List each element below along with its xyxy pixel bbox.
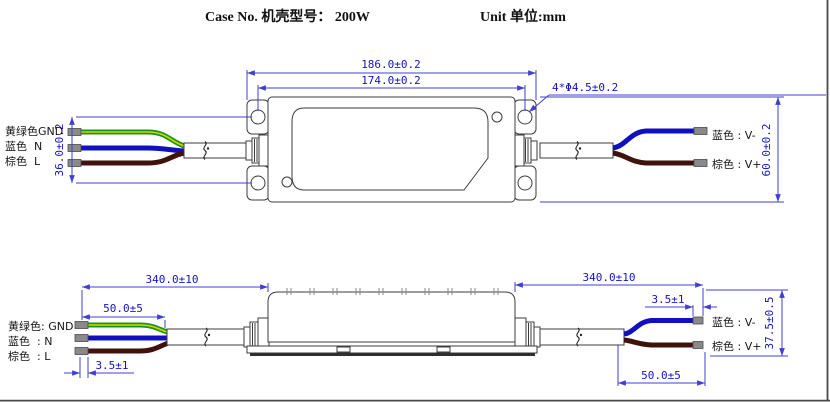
base-plate [246, 345, 538, 354]
dim-outer-width: 186.0±0.2 [246, 58, 537, 100]
output-cable-side [539, 328, 625, 346]
svg-text:60.0±0.2: 60.0±0.2 [760, 124, 773, 177]
svg-text:4*Φ4.5±0.2: 4*Φ4.5±0.2 [552, 81, 618, 94]
svg-text:340.0±10: 340.0±10 [146, 273, 199, 286]
case-label-recess [291, 107, 489, 191]
cable-gland-left [245, 134, 270, 167]
wire-tip [692, 341, 704, 349]
side-view: 340.0±10 50.0±5 3.5±1 340.0±10 3 [8, 271, 788, 386]
dim-output-strip-length: 50.0±5 [617, 345, 706, 386]
cable-break-mark [576, 327, 583, 347]
svg-text:50.0±5: 50.0±5 [103, 302, 143, 315]
svg-text:37.5±0.5: 37.5±0.5 [763, 297, 776, 350]
wire-tip [693, 127, 708, 135]
svg-text:340.0±10: 340.0±10 [583, 271, 636, 284]
label-output-vminus-side: 蓝色 : V- [712, 315, 756, 329]
dim-input-tip-length: 3.5±1 [64, 357, 134, 378]
dim-output-height: 37.5±0.5 [706, 289, 788, 357]
cable-break-mark [203, 141, 210, 160]
wire-tip [693, 159, 708, 167]
input-wires [67, 128, 185, 167]
wire-tip [67, 128, 82, 136]
base-slot [336, 346, 351, 353]
mounting-holes [250, 109, 533, 191]
dim-hole-callout: 4*Φ4.5±0.2 [528, 81, 826, 113]
label-input-l-side: 棕色 : L [8, 349, 51, 363]
dim-output-cable-length: 340.0±10 [514, 271, 704, 316]
dim-input-cable-length: 340.0±10 [81, 273, 269, 320]
case-side-outline [267, 291, 516, 343]
label-input-gnd: 黄绿色GND [5, 124, 63, 138]
dim-input-strip-length: 50.0±5 [82, 302, 166, 328]
output-wires-side [623, 316, 704, 349]
cable-break-mark [204, 327, 211, 347]
dim-hole-vspan: 36.0±0.2 [53, 116, 252, 184]
wire-tip [74, 321, 89, 329]
label-input-l: 棕色 L [5, 154, 41, 168]
top-edge-ticks [286, 288, 499, 295]
cable-gland-right [513, 134, 538, 167]
cable-break-mark [575, 141, 582, 160]
dim-output-tip-length: 3.5±1 [645, 293, 717, 316]
label-input-gnd-side: 黄绿色: GND [8, 319, 73, 333]
wire-tip [74, 334, 89, 342]
wire-tip [74, 347, 89, 355]
wire-tip [67, 159, 82, 167]
input-wires-side [74, 321, 175, 355]
case-number-title: Case No. 机壳型号： 200W [205, 8, 370, 25]
svg-text:50.0±5: 50.0±5 [641, 369, 681, 382]
svg-text:3.5±1: 3.5±1 [651, 293, 684, 306]
input-cable [183, 142, 247, 159]
wire-tip [67, 144, 82, 152]
wire-tip [692, 316, 704, 325]
top-view: 186.0±0.2 174.0±0.2 4*Φ4.5±0.2 36.0±0.2 [5, 58, 826, 203]
svg-text:3.5±1: 3.5±1 [95, 359, 128, 372]
dim-hole-span: 174.0±0.2 [257, 74, 526, 111]
label-input-n-side: 蓝色 : N [8, 334, 52, 348]
label-input-n: 蓝色 N [5, 139, 42, 153]
base-slot [436, 346, 451, 353]
svg-text:186.0±0.2: 186.0±0.2 [361, 58, 421, 71]
base-strip [250, 353, 535, 356]
label-output-vplus: 棕色 : V+ [712, 157, 761, 171]
unit-title: Unit 单位:mm [480, 8, 566, 25]
output-wires [612, 127, 708, 167]
label-output-vplus-side: 棕色 : V+ [712, 339, 761, 353]
svg-text:174.0±0.2: 174.0±0.2 [361, 74, 421, 87]
svg-text:36.0±0.2: 36.0±0.2 [53, 124, 66, 177]
label-output-vminus: 蓝色 : V- [712, 128, 756, 142]
dim-case-height: 60.0±0.2 [540, 96, 784, 203]
